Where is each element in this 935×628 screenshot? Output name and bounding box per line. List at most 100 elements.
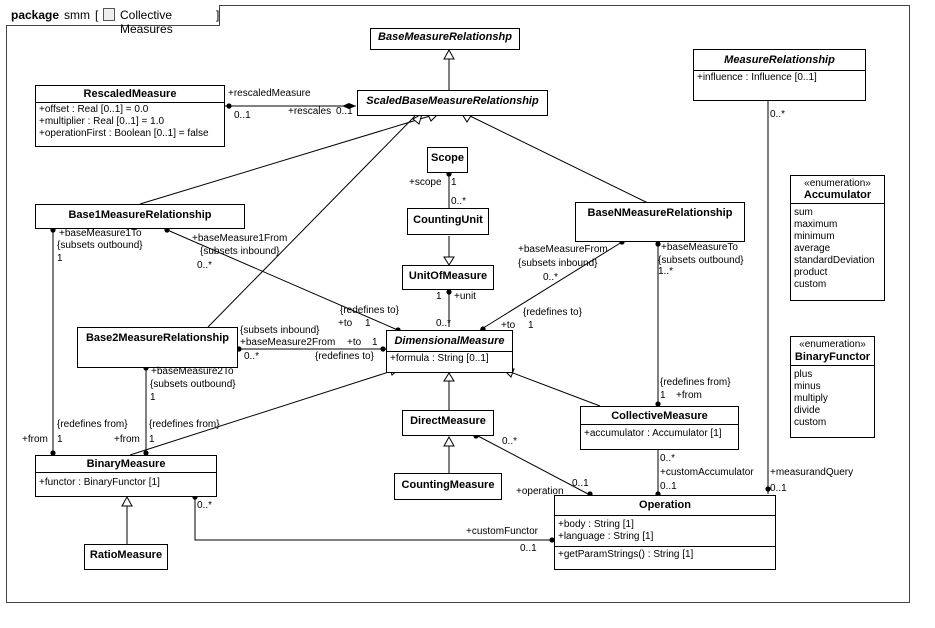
attributes: +accumulator : Accumulator [1] [581,424,738,441]
class-name: CountingMeasure [401,479,495,491]
multiplicity-label: 1 [660,390,666,401]
constraint-label: {redefines to} [523,307,582,318]
role-label: +unit [454,291,476,302]
class-collective-measure[interactable]: CollectiveMeasure +accumulator : Accumul… [580,406,739,450]
class-name: DimensionalMeasure [394,335,505,347]
multiplicity-label: 1..* [658,266,674,277]
class-binary-measure[interactable]: BinaryMeasure +functor : BinaryFunctor [… [35,455,217,497]
enum-literals: plus minus multiply divide custom [791,365,874,430]
enum-literal: custom [794,279,827,290]
enum-literal: divide [794,405,821,416]
multiplicity-label: 0..1 [336,106,353,117]
role-label: +operation [516,486,564,497]
class-dimensional-measure[interactable]: DimensionalMeasure +formula : String [0.… [386,330,513,373]
role-label: +to [338,318,353,329]
enum-name: Accumulator [803,189,872,201]
dot-15 [143,450,149,456]
constraint-label: {subsets outbound} [150,379,236,390]
constraint-label: {redefines to} [315,351,374,362]
enum-literal: minimum [794,231,835,242]
role-label: +baseMeasureFrom [518,244,608,255]
role-label: +rescaledMeasure [228,88,311,99]
diagram-reference[interactable]: Collective Measures [120,8,173,36]
enum-literal: custom [794,417,827,428]
class-scope[interactable]: Scope [427,147,468,173]
enum-literals: sum maximum minimum average standardDevi… [791,203,884,292]
multiplicity-label: 0..* [197,260,213,271]
association-ends [50,103,771,543]
class-name: RescaledMeasure [83,88,177,100]
gen-basen-scaled [469,115,651,205]
assoc-bmfrom [479,241,623,331]
multiplicity-label: 0..1 [234,110,251,121]
class-counting-unit[interactable]: CountingUnit [407,208,489,235]
composite-diamond [342,103,356,109]
class-name: Operation [639,499,691,511]
association-lines [52,101,769,541]
constraint-label: {subsets inbound} [200,246,280,257]
multiplicity-label: 0..* [770,109,786,120]
gen-arrow-9 [443,435,455,447]
attribute: +offset : Real [0..1] = 0.0 [39,104,149,115]
enum-stereotype: «enumeration» [804,178,871,189]
enum-binary-functor[interactable]: «enumeration» BinaryFunctor plus minus m… [790,336,875,438]
multiplicity-label: 0..1 [520,543,537,554]
class-basen-measure-relationship[interactable]: BaseNMeasureRelationship [575,202,745,242]
class-base-measure-relationship[interactable]: BaseMeasureRelationshp [370,28,520,50]
dot-16 [655,401,661,407]
multiplicity-label: 0..* [451,196,467,207]
operations: +getParamStrings() : String [1] [555,546,775,562]
class-ratio-measure[interactable]: RatioMeasure [84,544,168,570]
constraint-label: {subsets outbound} [658,255,744,266]
class-scaled-base-measure-relationship[interactable]: ScaledBaseMeasureRelationship [357,90,548,116]
role-label: +baseMeasure1To [59,228,142,239]
class-rescaled-measure[interactable]: RescaledMeasure +offset : Real [0..1] = … [35,85,225,147]
package-frame [6,5,910,603]
enum-literal: product [794,267,828,278]
constraint-label: {redefines to} [340,305,399,316]
enum-literal: sum [794,207,813,218]
role-label: +baseMeasure1From [192,233,288,244]
role-label: +customFunctor [466,526,538,537]
gen-arrow-3 [412,112,423,125]
dot-1 [226,103,232,109]
dot-2 [765,486,771,492]
multiplicity-label: 1 [451,177,457,188]
multiplicity-label: 1 [372,337,378,348]
class-counting-measure[interactable]: CountingMeasure [394,473,502,500]
class-direct-measure[interactable]: DirectMeasure [402,410,494,436]
multiplicity-label: 0..* [660,453,676,464]
role-label: +scope [409,177,442,188]
constraint-label: {subsets inbound} [518,258,598,269]
class-name: BaseMeasureRelationshp [378,31,512,43]
enum-accumulator[interactable]: «enumeration» Accumulator sum maximum mi… [790,175,885,301]
class-operation[interactable]: Operation +body : String [1] +language :… [554,495,776,570]
attribute: +functor : BinaryFunctor [1] [39,477,160,488]
bracket-close: ] [216,8,220,22]
gen-binary-dimensional [129,369,396,456]
class-base1-measure-relationship[interactable]: Base1MeasureRelationship [35,204,245,229]
gen-arrow-10 [121,495,133,507]
attributes: +influence : Influence [0..1] [694,70,865,85]
class-name: Base1MeasureRelationship [68,209,212,221]
class-base2-measure-relationship[interactable]: Base2MeasureRelationship [77,327,238,368]
role-label: +baseMeasure2To [151,366,234,377]
multiplicity-label: 0..* [543,272,559,283]
multiplicity-label: 1 [528,320,534,331]
role-label: +from [676,390,702,401]
package-name: smm [64,8,90,22]
gen-arrow-7 [443,372,455,382]
constraint-label: {redefines from} [660,377,731,388]
multiplicity-label: 1 [57,253,63,264]
attribute: +body : String [1] [558,519,634,530]
dot-4 [446,289,452,295]
class-name: UnitOfMeasure [408,270,488,282]
attributes: +body : String [1] +language : String [1… [555,515,775,546]
class-name: BinaryMeasure [86,458,166,470]
attribute: +language : String [1] [558,531,654,542]
attribute: +operationFirst : Boolean [0..1] = false [39,128,209,139]
dot-11 [380,346,386,352]
class-name: Base2MeasureRelationship [85,332,230,344]
class-measure-relationship[interactable]: MeasureRelationship +influence : Influen… [693,49,866,101]
class-unit-of-measure[interactable]: UnitOfMeasure [402,265,494,290]
